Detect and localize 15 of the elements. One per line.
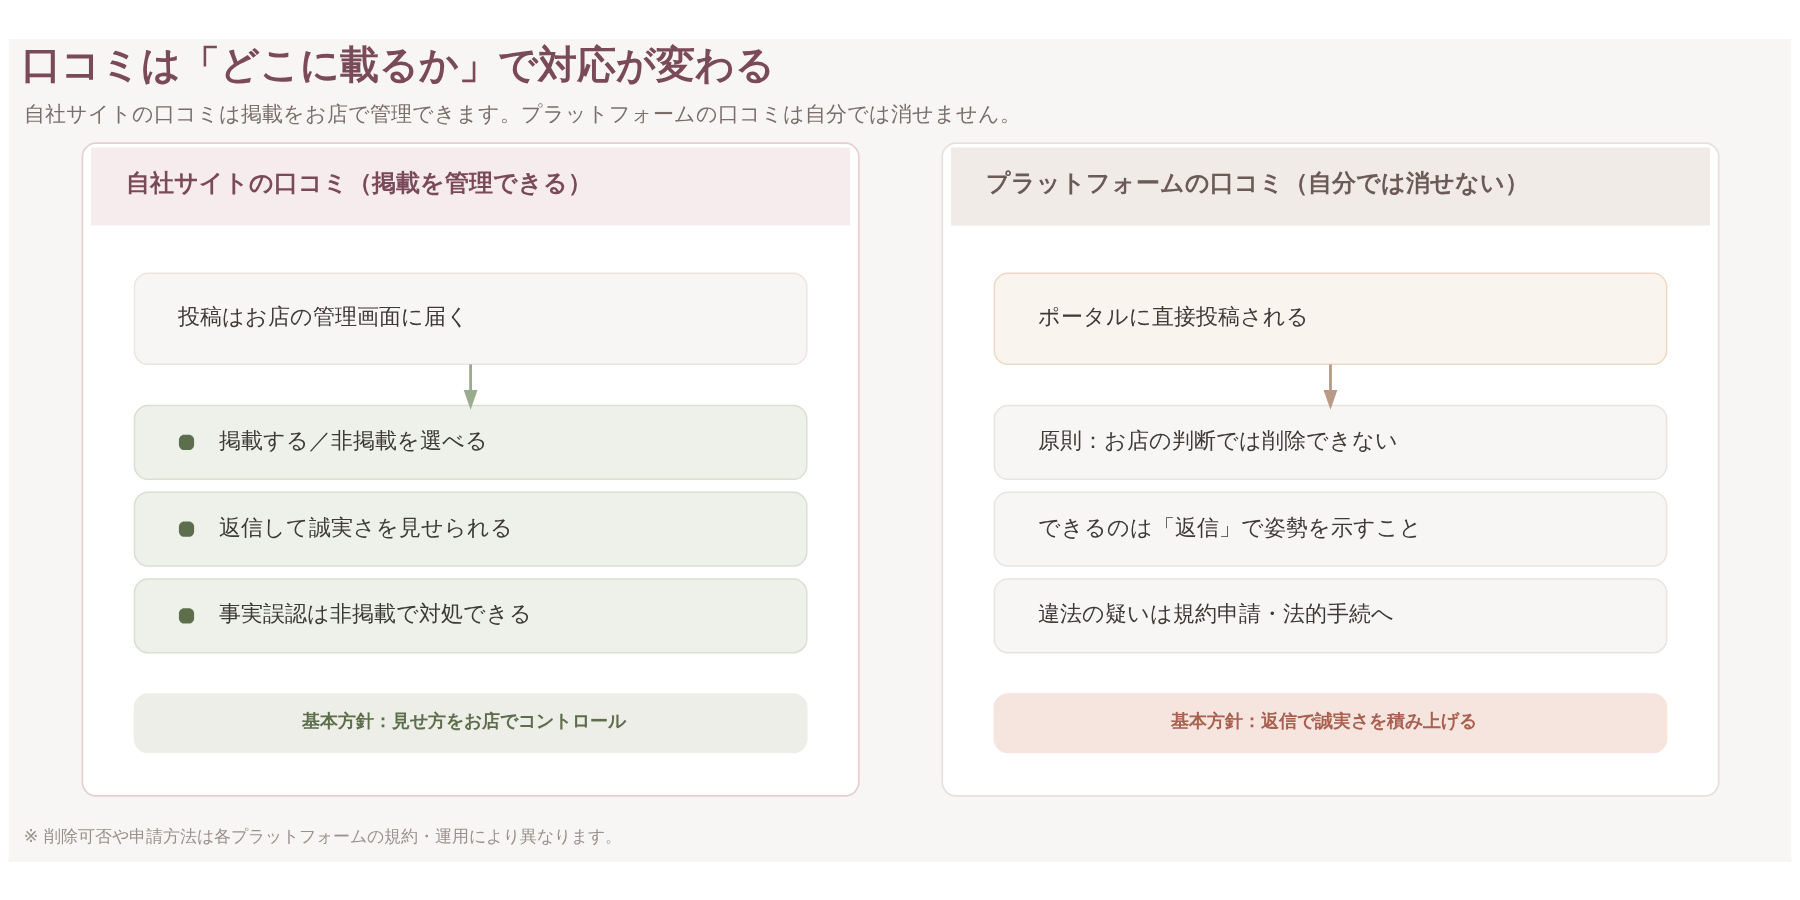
node-box: できるのは「返信」で姿勢を示すこと bbox=[993, 491, 1668, 567]
node-box: 返信して誠実さを見せられる bbox=[133, 491, 808, 567]
node-box: 基本方針：見せ方をお店でコントロール bbox=[133, 692, 808, 753]
label: 自社サイトの口コミは掲載をお店で管理できます。プラットフォームの口コミは自分では消せません。 bbox=[23, 101, 1021, 126]
label: ※ 削除可否や申請方法は各プラットフォームの規約・運用により異なります。 bbox=[23, 825, 622, 846]
node-box: 掲載する／非掲載を選べる bbox=[133, 404, 808, 480]
diagram-title: 口コミは「どこに載るか」で対応が変わる bbox=[21, 40, 775, 87]
node-box: ポータルに直接投稿される bbox=[993, 271, 1668, 365]
node-box: 事実誤認は非掲載で対処できる bbox=[133, 577, 808, 653]
arrow bbox=[1323, 363, 1338, 410]
node-box: 違法の疑いは規約申請・法的手続へ bbox=[993, 577, 1668, 653]
arrow bbox=[463, 363, 478, 410]
node-box: 投稿はお店の管理画面に届く bbox=[133, 271, 808, 365]
node-box: 基本方針：返信で誠実さを積み上げる bbox=[993, 692, 1668, 753]
node-box: 原則：お店の判断では削除できない bbox=[993, 404, 1668, 480]
